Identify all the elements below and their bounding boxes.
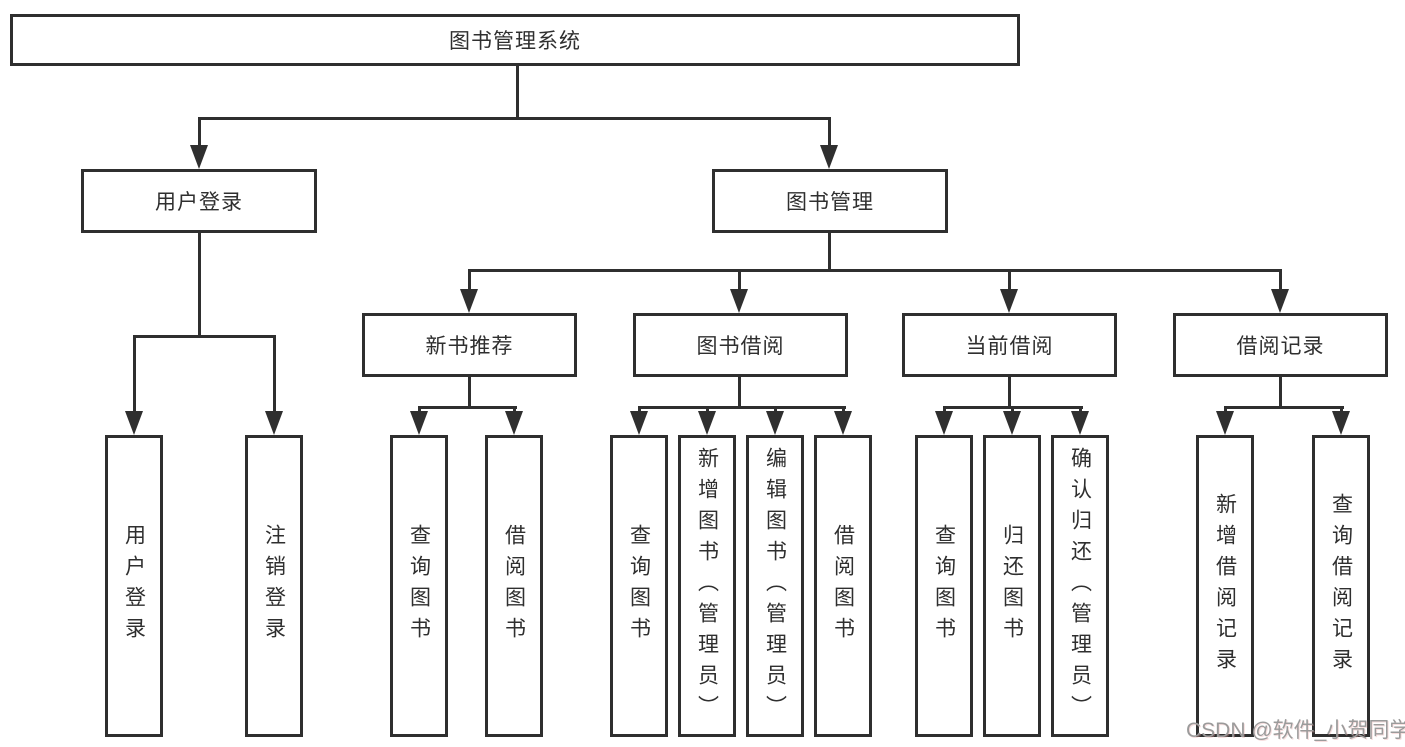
node-current-borrow: 当前借阅 (902, 313, 1117, 377)
leaf-add-book-admin-label: 新增图书（管理员） (695, 446, 719, 726)
connector-line (468, 377, 471, 408)
node-new-book-recommend: 新书推荐 (362, 313, 577, 377)
connector-line (738, 269, 741, 291)
connector-arrowhead (265, 411, 283, 435)
node-book-borrow: 图书借阅 (633, 313, 848, 377)
connector-arrowhead (730, 289, 748, 313)
leaf-query-borrow-record-label: 查询借阅记录 (1329, 493, 1353, 679)
leaf-logout: 注销登录 (245, 435, 303, 737)
leaf-borrow-books-label: 借阅图书 (831, 524, 855, 648)
leaf-logout-label: 注销登录 (262, 524, 286, 648)
node-new-book-recommend-label: 新书推荐 (425, 335, 514, 358)
connector-line (1279, 377, 1282, 408)
node-book-management: 图书管理 (712, 169, 948, 233)
connector-arrowhead (766, 411, 784, 435)
leaf-edit-book-admin: 编辑图书（管理员） (746, 435, 804, 737)
connector-line (1340, 406, 1343, 414)
leaf-query-books-borrow: 查询图书 (610, 435, 668, 737)
leaf-confirm-return-admin-label: 确认归还（管理员） (1068, 446, 1092, 726)
connector-arrowhead (630, 411, 648, 435)
connector-line (516, 66, 519, 119)
connector-line (1079, 406, 1082, 414)
leaf-borrow-books: 借阅图书 (814, 435, 872, 737)
leaf-return-books: 归还图书 (983, 435, 1041, 737)
leaf-query-books-recommend: 查询图书 (390, 435, 448, 737)
connector-line (638, 406, 846, 409)
connector-line (1008, 269, 1011, 291)
leaf-edit-book-admin-label: 编辑图书（管理员） (763, 446, 787, 726)
leaf-user-login-label: 用户登录 (122, 524, 146, 648)
connector-arrowhead (1332, 411, 1350, 435)
connector-line (828, 117, 831, 147)
leaf-query-books-recommend-label: 查询图书 (407, 524, 431, 648)
connector-line (774, 406, 777, 414)
connector-arrowhead (410, 411, 428, 435)
connector-arrowhead (935, 411, 953, 435)
connector-arrowhead (460, 289, 478, 313)
connector-line (198, 117, 201, 147)
connector-arrowhead (190, 145, 208, 169)
connector-line (1011, 406, 1014, 414)
csdn-watermark: CSDN @软件_小贺同学 (1186, 719, 1405, 742)
connector-arrowhead (1003, 411, 1021, 435)
connector-arrowhead (1216, 411, 1234, 435)
connector-line (1224, 406, 1227, 414)
connector-line (1008, 377, 1011, 408)
leaf-add-borrow-record: 新增借阅记录 (1196, 435, 1254, 737)
leaf-add-book-admin: 新增图书（管理员） (678, 435, 736, 737)
leaf-return-books-label: 归还图书 (1000, 524, 1024, 648)
connector-line (468, 269, 1282, 272)
leaf-add-borrow-record-label: 新增借阅记录 (1213, 493, 1237, 679)
connector-arrowhead (698, 411, 716, 435)
node-root: 图书管理系统 (10, 14, 1020, 66)
connector-arrowhead (125, 411, 143, 435)
leaf-query-borrow-record: 查询借阅记录 (1312, 435, 1370, 737)
leaf-confirm-return-admin: 确认归还（管理员） (1051, 435, 1109, 737)
connector-line (842, 406, 845, 414)
node-user-login-label: 用户登录 (155, 191, 243, 214)
connector-line (1224, 406, 1344, 409)
connector-line (198, 117, 831, 120)
node-borrow-records-label: 借阅记录 (1236, 335, 1325, 358)
connector-line (133, 335, 136, 412)
connector-arrowhead (1000, 289, 1018, 313)
connector-line (1279, 269, 1282, 291)
node-root-label: 图书管理系统 (449, 30, 581, 53)
connector-line (706, 406, 709, 414)
connector-line (133, 335, 276, 338)
leaf-query-books-current-label: 查询图书 (932, 524, 956, 648)
leaf-query-books-borrow-label: 查询图书 (627, 524, 651, 648)
connector-line (513, 406, 516, 414)
connector-arrowhead (820, 145, 838, 169)
leaf-user-login: 用户登录 (105, 435, 163, 737)
node-book-management-label: 图书管理 (786, 191, 874, 214)
connector-line (943, 406, 946, 414)
leaf-borrow-books-recommend-label: 借阅图书 (502, 524, 526, 648)
node-book-borrow-label: 图书借阅 (696, 335, 785, 358)
connector-line (418, 406, 517, 409)
leaf-query-books-current: 查询图书 (915, 435, 973, 737)
node-user-login: 用户登录 (81, 169, 317, 233)
connector-line (418, 406, 421, 414)
node-borrow-records: 借阅记录 (1173, 313, 1388, 377)
connector-line (273, 335, 276, 412)
leaf-borrow-books-recommend: 借阅图书 (485, 435, 543, 737)
connector-arrowhead (1271, 289, 1289, 313)
connector-line (738, 377, 741, 408)
connector-line (198, 233, 201, 338)
node-current-borrow-label: 当前借阅 (965, 335, 1054, 358)
connector-line (638, 406, 641, 414)
connector-arrowhead (834, 411, 852, 435)
connector-arrowhead (1071, 411, 1089, 435)
connector-line (828, 233, 831, 271)
connector-arrowhead (505, 411, 523, 435)
connector-line (468, 269, 471, 291)
